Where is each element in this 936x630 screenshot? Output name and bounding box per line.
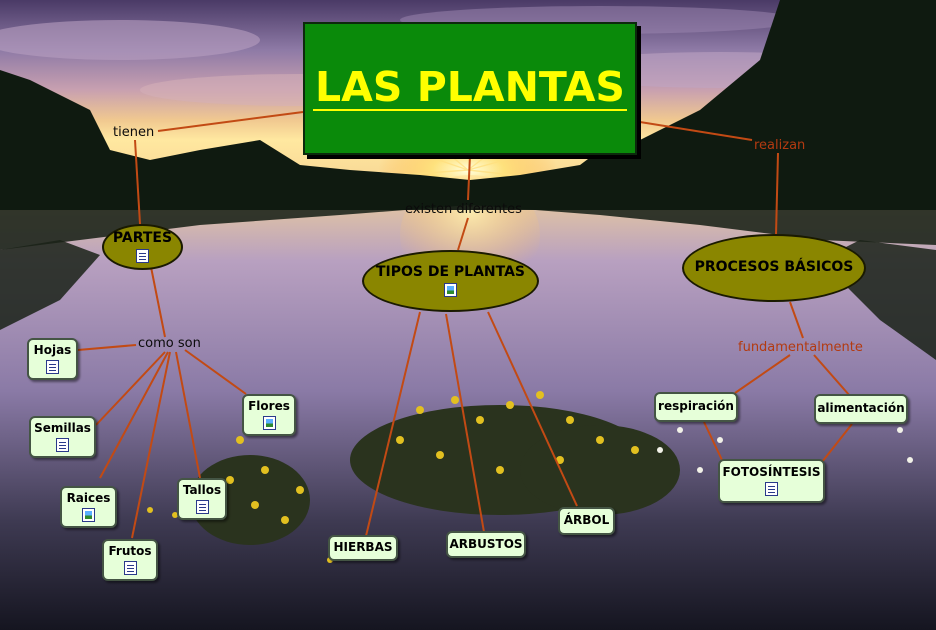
link-tipos-hierbas (366, 312, 420, 536)
linking-phrase-tienen: tienen (112, 125, 155, 140)
node-frutos[interactable]: Frutos (102, 539, 158, 581)
link-existen-tipos (458, 218, 468, 250)
node-alimentacion-label: alimentación (817, 402, 904, 415)
document-icon[interactable] (46, 360, 59, 374)
node-respiracion-label: respiración (658, 400, 734, 413)
document-icon[interactable] (765, 482, 778, 496)
link-comoson-semillas (96, 352, 165, 425)
image-icon[interactable] (263, 416, 276, 430)
node-semillas-label: Semillas (34, 422, 91, 435)
node-hierbas[interactable]: HIERBAS (328, 535, 398, 561)
node-frutos-label: Frutos (108, 545, 151, 558)
linking-phrase-fundamentalmente: fundamentalmente (737, 340, 864, 355)
link-title-realizan (640, 122, 752, 140)
document-icon[interactable] (196, 500, 209, 514)
document-icon[interactable] (136, 249, 149, 263)
node-raices[interactable]: Raices (60, 486, 117, 528)
image-icon[interactable] (82, 508, 95, 522)
node-hierbas-label: HIERBAS (333, 541, 392, 554)
node-hojas[interactable]: Hojas (27, 338, 78, 380)
link-fundamentalmente-respiracion (735, 355, 790, 393)
main-topic-box[interactable]: LAS PLANTAS (303, 22, 637, 155)
linking-phrase-realizan: realizan (753, 138, 806, 153)
link-tipos-arbustos (446, 314, 484, 532)
node-arbustos[interactable]: ARBUSTOS (446, 531, 526, 558)
image-icon[interactable] (444, 283, 457, 297)
document-icon[interactable] (124, 561, 137, 575)
node-fotosintesis[interactable]: FOTOSÍNTESIS (718, 459, 825, 503)
node-tallos-label: Tallos (183, 484, 221, 497)
link-tienen-partes (135, 140, 140, 224)
link-tipos-arbol (488, 312, 577, 506)
concept-procesos-basicos[interactable]: PROCESOS BÁSICOS (682, 234, 866, 302)
link-procesos-fundamentalmente (790, 302, 803, 338)
link-realizan-procesos (776, 153, 778, 235)
page-title: LAS PLANTAS (313, 66, 627, 111)
link-title-tienen (158, 112, 303, 131)
link-comoson-flores (185, 350, 246, 394)
document-icon[interactable] (56, 438, 69, 452)
node-arbol[interactable]: ÁRBOL (558, 507, 615, 535)
concept-tipos-label: TIPOS DE PLANTAS (376, 265, 525, 280)
node-flores[interactable]: Flores (242, 394, 296, 436)
node-arbustos-label: ARBUSTOS (449, 538, 522, 551)
concept-partes[interactable]: PARTES (102, 224, 183, 270)
node-flores-label: Flores (248, 400, 290, 413)
link-title-existen (468, 155, 470, 200)
link-respiracion-fotosintesis (704, 422, 722, 460)
node-raices-label: Raices (67, 492, 111, 505)
concept-procesos-label: PROCESOS BÁSICOS (695, 260, 854, 275)
concept-partes-label: PARTES (113, 231, 172, 246)
node-semillas[interactable]: Semillas (29, 416, 96, 458)
link-fundamentalmente-alimentacion (814, 355, 850, 396)
linking-phrase-como-son: como son (137, 336, 202, 351)
linking-phrase-existen: existen diferentes (404, 202, 523, 217)
link-alimentacion-fotosintesis (822, 424, 852, 462)
concept-tipos-de-plantas[interactable]: TIPOS DE PLANTAS (362, 250, 539, 312)
link-partes-comoson (150, 262, 165, 337)
link-comoson-tallos (176, 352, 200, 478)
node-tallos[interactable]: Tallos (177, 478, 227, 520)
node-hojas-label: Hojas (34, 344, 72, 357)
node-respiracion[interactable]: respiración (654, 392, 738, 422)
link-comoson-hojas (78, 345, 136, 350)
node-fotosintesis-label: FOTOSÍNTESIS (722, 466, 820, 479)
node-arbol-label: ÁRBOL (564, 514, 610, 527)
node-alimentacion[interactable]: alimentación (814, 394, 908, 424)
